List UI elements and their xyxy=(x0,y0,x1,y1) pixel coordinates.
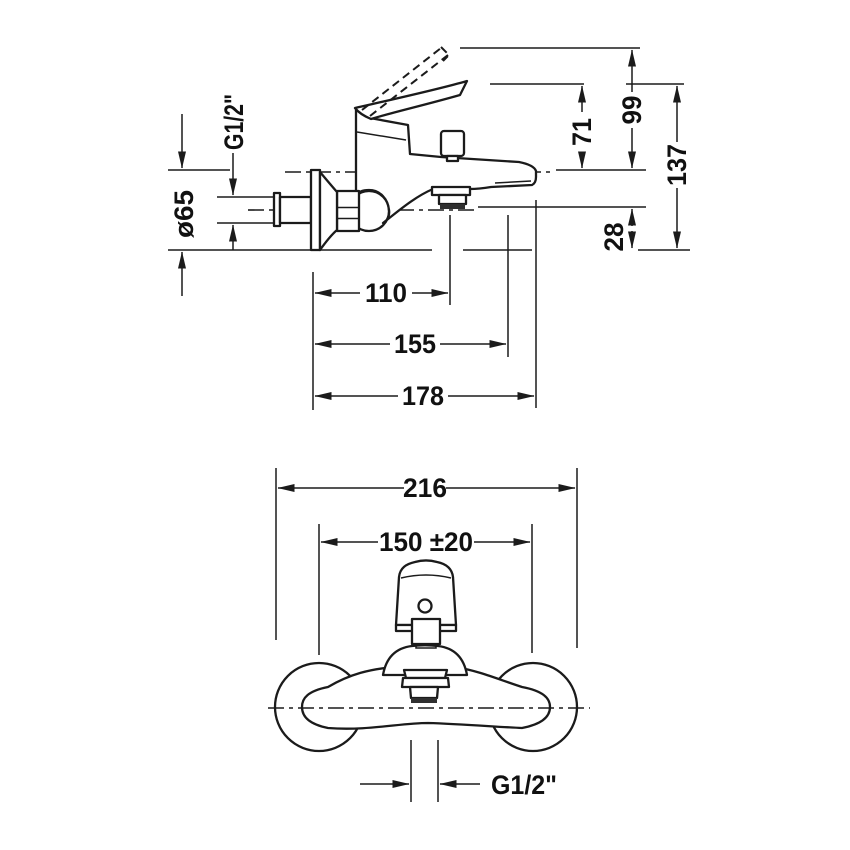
front-dimension-arrows xyxy=(277,484,576,788)
side-dimension-arrows xyxy=(178,49,681,400)
aerator-collar-side xyxy=(430,185,472,197)
lever-handle-side xyxy=(353,79,469,121)
diverter-knob xyxy=(439,129,466,158)
dim-155-label: 155 xyxy=(394,329,436,359)
side-extension-lines xyxy=(168,47,690,410)
cartridge-cap-rim xyxy=(356,131,407,141)
dim-outlet-thread-label: G1/2" xyxy=(491,770,557,800)
aerator-front xyxy=(408,685,440,700)
handle-top-line xyxy=(400,574,452,579)
lever-raised-dashed-2 xyxy=(369,54,449,117)
dim-216-label: 216 xyxy=(403,473,447,503)
lever-handle-front xyxy=(394,559,458,627)
diverter-stem xyxy=(445,154,460,163)
dim-71-label: 71 xyxy=(567,118,597,146)
dim-137-label: 137 xyxy=(662,144,692,186)
handle-dot xyxy=(417,598,433,614)
dim-28-label: 28 xyxy=(599,223,629,252)
wall-nipple xyxy=(278,195,313,225)
aerator-outlet-band-side xyxy=(440,204,465,209)
outlet-lip xyxy=(400,676,451,689)
dim-178-label: 178 xyxy=(402,381,444,411)
faucet-body-side xyxy=(354,107,538,225)
spout-end-line xyxy=(494,180,532,184)
union-nut xyxy=(335,189,361,233)
hub-stem xyxy=(415,644,437,649)
dim-99-label: 99 xyxy=(617,96,647,125)
front-extension-lines xyxy=(275,468,578,802)
dim-flange-diameter-label: ø65 xyxy=(169,190,199,238)
lever-raised-tip xyxy=(440,46,451,62)
handle-hub-block xyxy=(410,617,442,646)
escutcheon-plate xyxy=(309,168,322,252)
dim-thread-label: G1/2" xyxy=(219,94,249,150)
dim-150-label: 150 ±20 xyxy=(379,527,473,557)
aerator-outlet-band-front xyxy=(411,698,437,703)
dim-110-label: 110 xyxy=(365,278,407,308)
side-view: G1/2" ø65 110 155 178 71 99 137 28 xyxy=(168,46,692,411)
cartridge-dome xyxy=(381,644,469,677)
lever-raised-dashed-1 xyxy=(361,47,442,111)
escutcheon-cone xyxy=(318,170,339,252)
union-nut-flats xyxy=(337,206,359,220)
outlet-ring xyxy=(402,668,449,680)
front-view: 216 150 ±20 G1/2" xyxy=(268,468,590,802)
aerator-body-side xyxy=(437,193,468,206)
